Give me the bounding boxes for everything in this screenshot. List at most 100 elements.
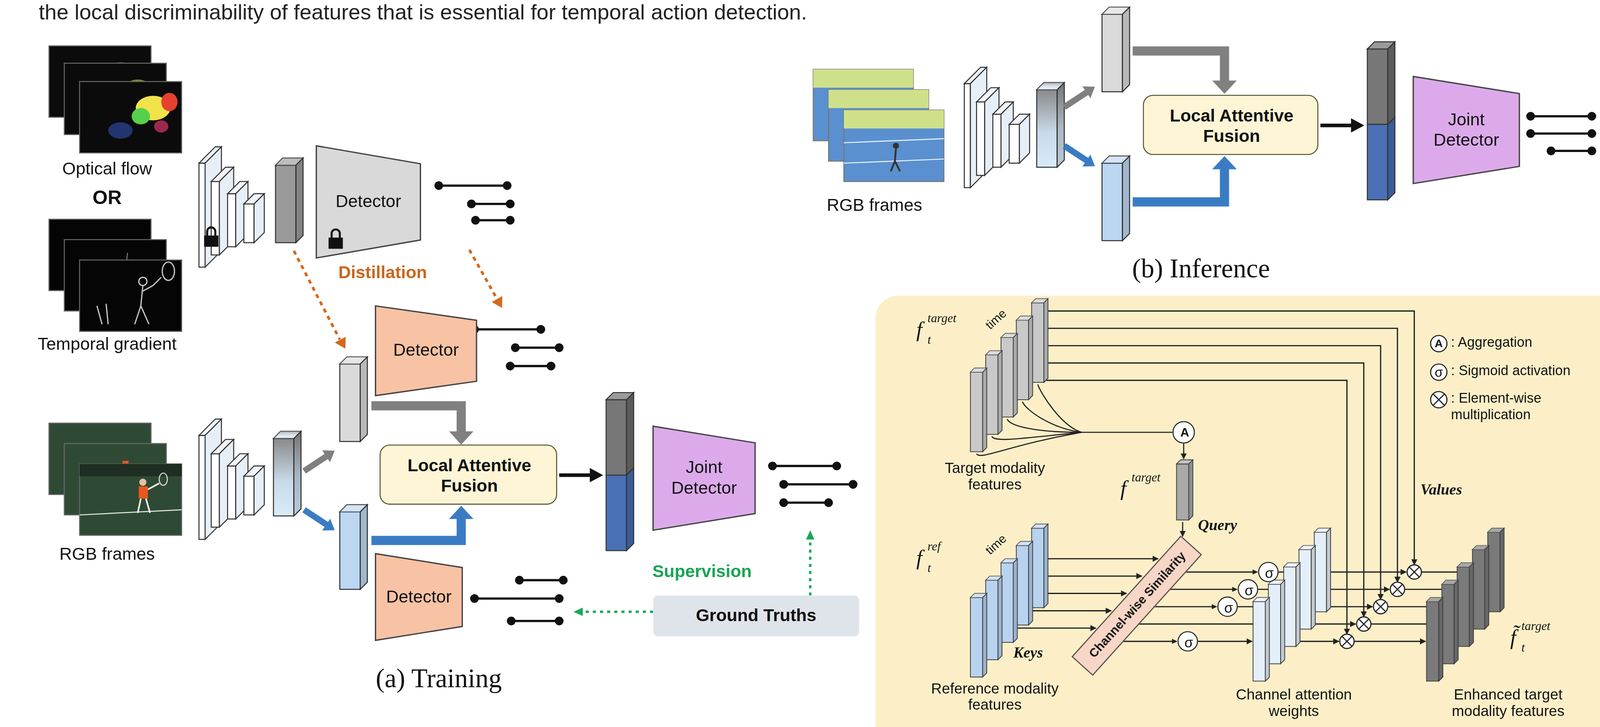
- ground-truth-box: Ground Truths: [653, 595, 860, 637]
- text-label: ref: [927, 540, 941, 555]
- rgb-frames: [843, 110, 944, 182]
- temporal-gradient-frames: [97, 262, 175, 325]
- node-label: Detector: [393, 341, 459, 361]
- multiply-symbols: [1339, 565, 1422, 649]
- concatenated-features: [626, 392, 634, 476]
- legend-symbols: [1430, 335, 1448, 408]
- detection-outputs: [1527, 113, 1534, 120]
- branch-arrows: [559, 473, 592, 477]
- arrow-head: [1252, 569, 1259, 575]
- enhanced-feature-bars: [1487, 528, 1505, 612]
- reference-feature-bars: [970, 524, 1049, 678]
- connector-line: [1186, 571, 1254, 574]
- multiply-symbols: [1407, 565, 1422, 580]
- rgb-frames: [159, 473, 168, 486]
- text-label: target: [1131, 471, 1161, 486]
- legend-text: : Sigmoid activation: [1450, 363, 1571, 379]
- branch-detector: Detector: [375, 554, 574, 641]
- rgb-frames: [843, 138, 944, 164]
- lock-icon: [204, 235, 219, 247]
- detection-outputs: [849, 481, 857, 488]
- rgb-frames: [79, 510, 182, 516]
- aggregation-lines: [1181, 522, 1184, 537]
- illustration: [199, 419, 265, 540]
- f-target-bar: [1176, 464, 1189, 521]
- text-area: Ground Truths: [653, 595, 860, 637]
- aggregation-lines: [1183, 443, 1185, 460]
- enhanced-feature-bars: [1441, 580, 1459, 664]
- branch-arrows: [1320, 123, 1354, 128]
- optical-flow-frames: [108, 122, 133, 139]
- detection-outputs: [537, 326, 544, 333]
- text-label: Keys: [1013, 644, 1043, 662]
- detection-outputs: [1588, 130, 1595, 137]
- branch-arrows: [1064, 92, 1087, 108]
- target-feature-bars: [985, 350, 1003, 435]
- reference-feature-bars: [1031, 524, 1049, 608]
- detection-outputs: [471, 595, 478, 602]
- detection-outputs: [438, 184, 508, 187]
- illustration: [339, 504, 368, 590]
- multiply-symbols: [1373, 599, 1388, 615]
- rgb-frames: [843, 110, 944, 129]
- detection-outputs: [472, 216, 479, 224]
- trapezoid-outline: [316, 145, 421, 258]
- text-label: f: [916, 318, 923, 342]
- connector: [573, 607, 654, 617]
- lock-icon: [207, 227, 216, 237]
- temporal-gradient-frames: [49, 219, 182, 332]
- illustration: [199, 146, 265, 268]
- rgb-frames: [137, 483, 160, 513]
- detection-outputs: [503, 182, 511, 189]
- attention-weight-bars: [1298, 545, 1316, 630]
- distillation-arrows: [491, 296, 503, 308]
- node-label: Detector: [385, 587, 452, 608]
- temporal-gradient-frames: [79, 260, 182, 332]
- multiply-symbols: [1342, 636, 1353, 647]
- f-target-bar: [1188, 460, 1193, 521]
- text-area: σ: [1238, 580, 1259, 601]
- attention-weight-bars: [1283, 562, 1301, 647]
- multiply-symbols: [1409, 567, 1420, 578]
- branch-arrows: [449, 505, 474, 519]
- attention-weight-bars: [1314, 528, 1332, 612]
- multiply-symbols: [1358, 619, 1370, 630]
- text-area: σ: [1178, 632, 1199, 653]
- detection-outputs: [471, 202, 511, 206]
- enhanced-feature-bars: [1426, 597, 1444, 682]
- branch-arrows: [589, 468, 603, 483]
- branch-arrows: [1132, 50, 1225, 82]
- module-panel: [875, 295, 1600, 727]
- detection-outputs: [507, 363, 514, 370]
- text-label: (b) Inference: [1132, 255, 1271, 285]
- aggregation-lines: [976, 432, 1082, 456]
- text-label: Enhanced target modality features: [1431, 687, 1585, 721]
- concatenated-features: [1387, 117, 1395, 200]
- sigmoid-node: σ: [1217, 596, 1238, 618]
- optical-flow-frames: [131, 108, 150, 125]
- legend-symbols: [1430, 364, 1448, 381]
- concatenated-features: [606, 475, 627, 551]
- reference-feature-bars: [970, 593, 988, 678]
- text-label: target: [1521, 620, 1551, 634]
- detection-outputs: [1530, 115, 1592, 118]
- text-area: σ: [1218, 597, 1239, 619]
- rgb-frames: [79, 464, 182, 536]
- text-label: Target modality features: [931, 460, 1059, 494]
- weight-lines: [1137, 623, 1268, 625]
- text-label: A: [1434, 338, 1443, 350]
- connector-line: [581, 610, 654, 614]
- aggregation-lines: [991, 432, 1082, 440]
- detection-outputs: [833, 463, 841, 470]
- lock-icon: [328, 237, 344, 249]
- concatenated-features: [606, 399, 627, 476]
- node-label: σ: [1224, 599, 1234, 617]
- branch-arrows: [304, 456, 327, 472]
- fusion-box: Local Attentive Fusion: [379, 444, 558, 505]
- multiply-symbols: [1339, 634, 1355, 649]
- lock-icon: [204, 227, 219, 247]
- text-area: A: [1173, 422, 1196, 445]
- concatenated-features: [606, 41, 1395, 552]
- sigmoid-node: σ: [1237, 579, 1259, 600]
- detection-outputs: [1530, 132, 1592, 135]
